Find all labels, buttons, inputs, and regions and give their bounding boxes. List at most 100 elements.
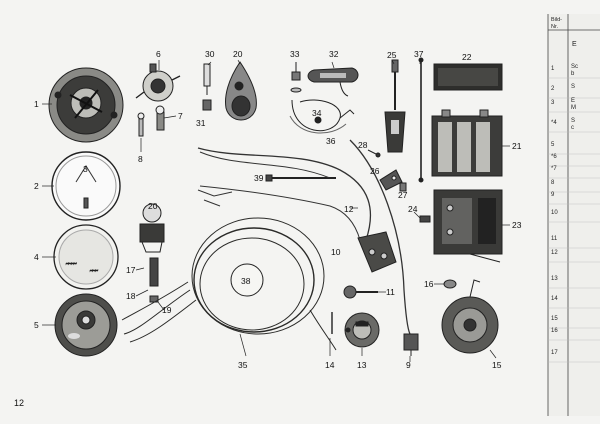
label-part-31: 31 bbox=[196, 118, 206, 128]
part-bulb-holder bbox=[135, 63, 181, 102]
label-part-32: 32 bbox=[329, 49, 339, 59]
label-part-24: 24 bbox=[408, 204, 418, 214]
part-bulb bbox=[155, 105, 165, 131]
part-ignition-key bbox=[343, 285, 378, 299]
part-loom-tag bbox=[230, 263, 264, 297]
leader-lines bbox=[42, 59, 510, 362]
label-part-10: 10 bbox=[331, 247, 341, 257]
table-row-desc-2: b bbox=[571, 71, 575, 77]
label-part-23: 23 bbox=[512, 220, 522, 230]
part-junction-box bbox=[357, 231, 397, 273]
table-row-nr: *4 bbox=[551, 120, 557, 126]
table-row-nr: *6 bbox=[551, 154, 557, 160]
label-part-19: 19 bbox=[162, 305, 172, 315]
label-part-17: 17 bbox=[126, 265, 136, 275]
table-row-nr: 5 bbox=[551, 142, 555, 148]
label-part-14: 14 bbox=[325, 360, 335, 370]
label-part-39: 39 bbox=[254, 173, 264, 183]
label-part-5: 5 bbox=[34, 320, 39, 330]
label-part-28: 28 bbox=[358, 140, 368, 150]
part-headlamp-housing bbox=[48, 67, 124, 143]
part-small-bulb bbox=[137, 112, 145, 137]
table-row-nr: 2 bbox=[551, 86, 555, 92]
table-row-nr: 8 bbox=[551, 180, 555, 186]
label-part-20a: 20 bbox=[233, 49, 243, 59]
label-part-2: 2 bbox=[34, 181, 39, 191]
label-part-26: 26 bbox=[370, 166, 380, 176]
label-part-27: 27 bbox=[398, 190, 408, 200]
part-tail-lamp bbox=[225, 61, 257, 121]
label-part-38: 38 bbox=[241, 276, 251, 286]
table-row-desc: Sc bbox=[571, 64, 578, 70]
part-regulator bbox=[433, 189, 503, 263]
part-screw bbox=[419, 215, 431, 223]
label-part-7: 7 bbox=[178, 111, 183, 121]
label-part-34: 34 bbox=[312, 108, 322, 118]
part-ring bbox=[443, 279, 457, 289]
label-part-9: 9 bbox=[406, 360, 411, 370]
label-part-1: 1 bbox=[34, 99, 39, 109]
table-row-nr: 17 bbox=[551, 350, 558, 356]
table-row-nr: 3 bbox=[551, 100, 555, 106]
table-row-nr: 11 bbox=[551, 236, 558, 242]
label-part-36: 36 bbox=[326, 136, 336, 146]
label-part-21: 21 bbox=[512, 141, 522, 151]
label-part-15: 15 bbox=[492, 360, 502, 370]
part-fuse bbox=[202, 63, 212, 111]
part-switch-housing bbox=[367, 149, 407, 192]
part-plug bbox=[403, 333, 419, 356]
table-row-nr: 10 bbox=[551, 210, 558, 216]
part-switch-lever bbox=[384, 59, 406, 153]
table-header-col2: E bbox=[572, 41, 577, 48]
label-part-18: 18 bbox=[126, 291, 136, 301]
table-header-line2: Nr. bbox=[551, 24, 559, 30]
table-row-nr: 14 bbox=[551, 296, 558, 302]
label-part-4: 4 bbox=[34, 252, 39, 262]
label-part-16: 16 bbox=[424, 279, 434, 289]
part-long-bolt bbox=[265, 174, 336, 182]
label-part-25: 25 bbox=[387, 50, 397, 60]
table-row-nr: 9 bbox=[551, 192, 555, 198]
page-number: 12 bbox=[14, 398, 24, 408]
label-part-30: 30 bbox=[205, 49, 215, 59]
label-part-8: 8 bbox=[138, 154, 143, 164]
table-row-nr: 15 bbox=[551, 316, 558, 322]
table-row-desc: S bbox=[571, 118, 575, 124]
part-chrome-rim bbox=[51, 151, 121, 221]
part-reflector bbox=[54, 293, 118, 357]
part-horn bbox=[441, 279, 499, 354]
label-part-33: 33 bbox=[290, 49, 300, 59]
table-row-desc-2: M bbox=[571, 105, 576, 111]
table-row-nr: 1 bbox=[551, 66, 555, 72]
label-part-11: 11 bbox=[386, 287, 395, 297]
label-part-13: 13 bbox=[357, 360, 367, 370]
label-part-22: 22 bbox=[462, 52, 472, 62]
part-clip bbox=[290, 62, 302, 93]
part-cable-coil bbox=[289, 99, 355, 134]
part-rod bbox=[418, 57, 424, 183]
table-row-desc-2: c bbox=[571, 125, 574, 131]
label-part-35: 35 bbox=[238, 360, 248, 370]
part-ignition-switch bbox=[344, 312, 380, 348]
part-battery-cover bbox=[433, 63, 503, 91]
part-battery bbox=[431, 109, 503, 177]
label-part-12: 12 bbox=[344, 204, 354, 214]
table-header-line1: Bild- bbox=[551, 17, 562, 23]
part-number-labels: 1 2 3 4 5 6 7 8 9 10 11 12 13 14 15 16 1… bbox=[34, 49, 522, 370]
table-row-nr: 12 bbox=[551, 250, 558, 256]
part-plate-lamp bbox=[307, 67, 359, 97]
part-wiring-upper bbox=[197, 139, 411, 335]
part-fastener bbox=[149, 257, 159, 303]
table-row-nr: *7 bbox=[551, 166, 557, 172]
table-row-nr: 16 bbox=[551, 328, 558, 334]
svg-text:~~~: ~~~ bbox=[90, 268, 98, 273]
svg-text:~~~~: ~~~~ bbox=[66, 261, 77, 266]
label-part-3: 3 bbox=[83, 164, 88, 174]
table-row-desc: E bbox=[571, 98, 575, 104]
part-headlamp-glass: ~~~~ ~~~ bbox=[53, 224, 119, 290]
table-row-desc: S bbox=[571, 84, 575, 90]
